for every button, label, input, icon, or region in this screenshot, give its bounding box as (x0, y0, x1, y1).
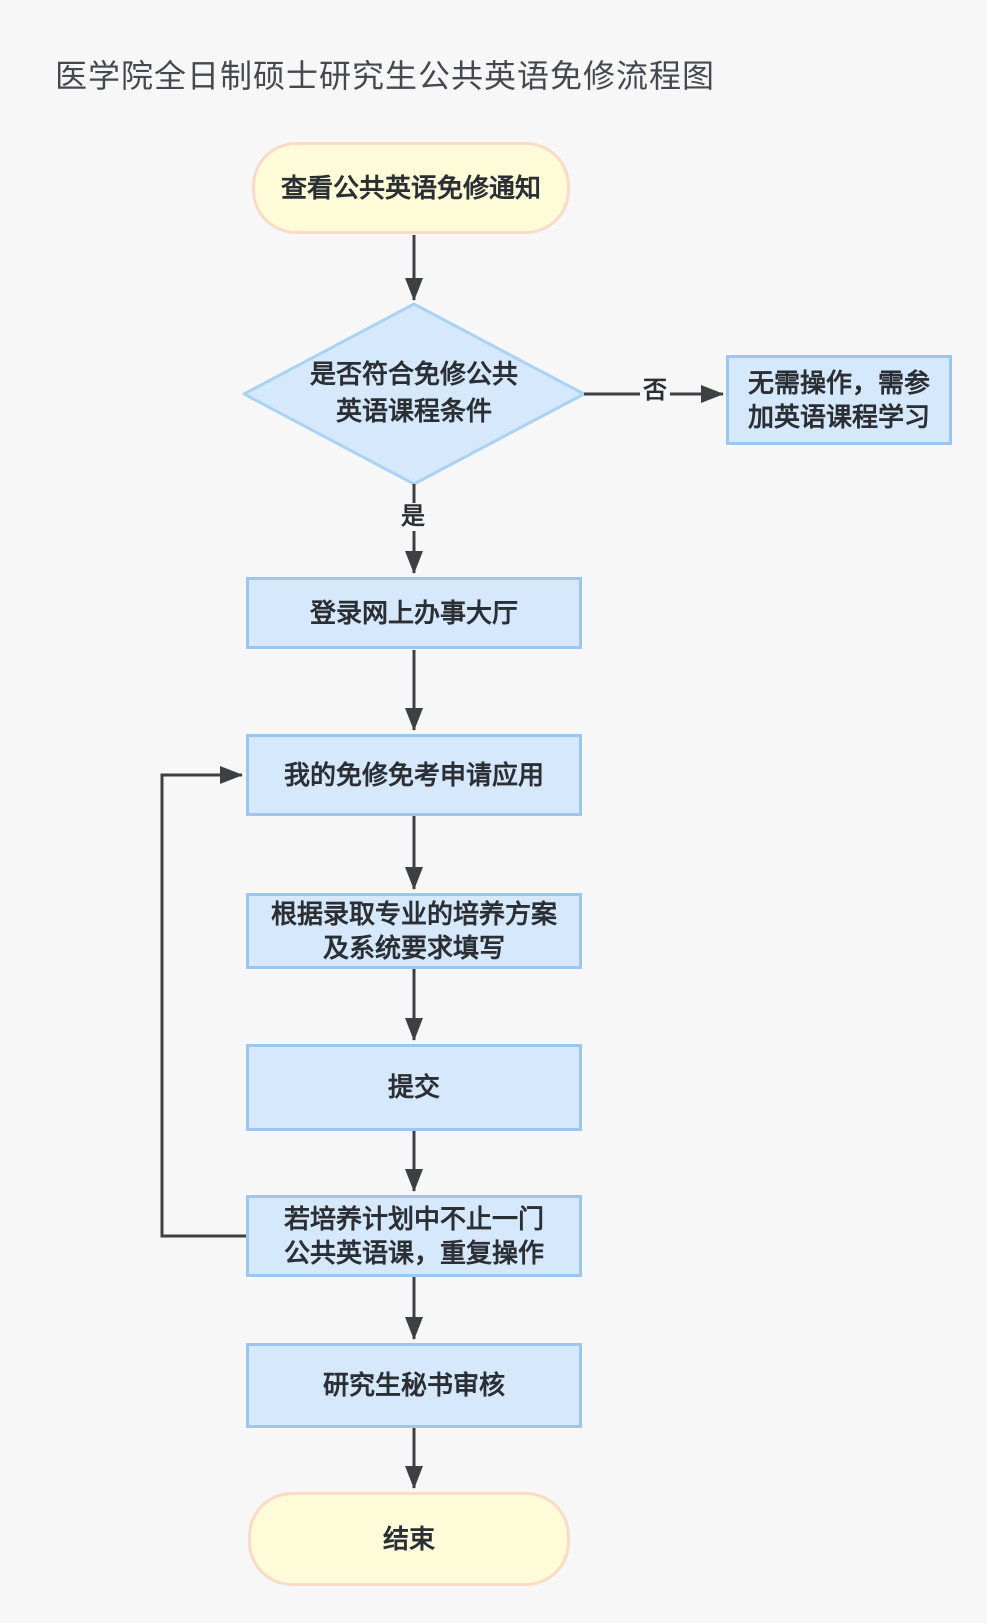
node-fill-form: 根据录取专业的培养方案 及系统要求填写 (246, 893, 582, 969)
node-application-label: 我的免修免考申请应用 (283, 759, 544, 790)
node-no-action: 无需操作，需参 加英语课程学习 (726, 355, 952, 445)
node-repeat-label: 若培养计划中不止一门 公共英语课，重复操作 (283, 1204, 544, 1268)
node-login: 登录网上办事大厅 (246, 577, 582, 649)
node-review: 研究生秘书审核 (246, 1343, 582, 1428)
node-application: 我的免修免考申请应用 (246, 734, 582, 816)
page-title: 医学院全日制硕士研究生公共英语免修流程图 (55, 58, 716, 94)
node-decision-label: 是否符合免修公共 英语课程条件 (309, 359, 518, 426)
node-fill-form-label: 根据录取专业的培养方案 及系统要求填写 (270, 899, 557, 963)
node-no-action-label: 无需操作，需参 加英语课程学习 (747, 368, 930, 432)
edge-label-yes: 是 (398, 503, 428, 531)
node-end-label: 结束 (382, 1523, 435, 1554)
loop-arrow-repeat-to-app (160, 766, 246, 1238)
node-start: 查看公共英语免修通知 (252, 142, 570, 234)
node-login-label: 登录网上办事大厅 (309, 597, 518, 628)
node-submit: 提交 (246, 1044, 582, 1131)
node-repeat: 若培养计划中不止一门 公共英语课，重复操作 (246, 1195, 582, 1277)
node-submit-label: 提交 (387, 1072, 440, 1102)
node-start-label: 查看公共英语免修通知 (280, 172, 541, 203)
edge-label-no: 否 (640, 377, 670, 405)
node-end: 结束 (248, 1492, 570, 1586)
node-review-label: 研究生秘书审核 (322, 1370, 505, 1400)
